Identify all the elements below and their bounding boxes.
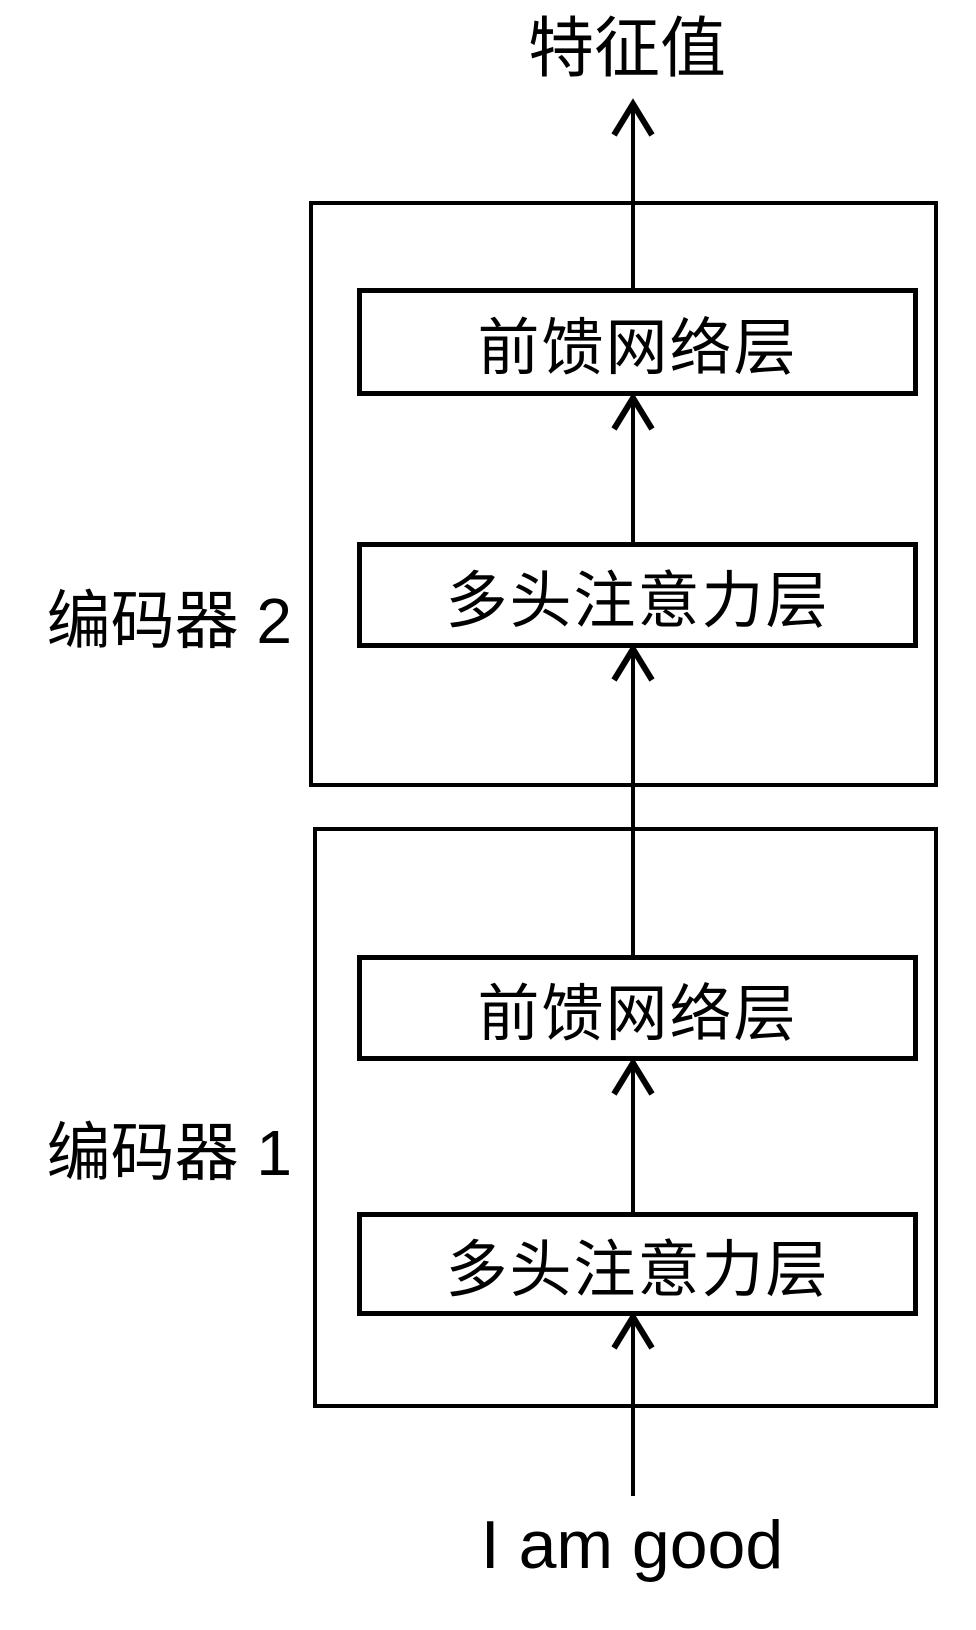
encoder-1-multihead-attention-layer-label: 多头注意力层 bbox=[445, 1236, 830, 1305]
output-label: 特征值 bbox=[528, 11, 726, 85]
arrow-enc2-mha-to-ffn-icon bbox=[611, 392, 655, 545]
input-label: I am good bbox=[480, 1507, 784, 1583]
encoder-2-multihead-attention-layer-box: 多头注意力层 bbox=[357, 542, 918, 648]
encoder-2-feedforward-layer-box: 前馈网络层 bbox=[357, 288, 918, 396]
arrow-output-icon bbox=[611, 98, 655, 292]
encoder-1-feedforward-layer-box: 前馈网络层 bbox=[357, 955, 918, 1061]
encoder-1-feedforward-layer-label: 前馈网络层 bbox=[477, 980, 798, 1049]
encoder-1-multihead-attention-layer-box: 多头注意力层 bbox=[357, 1212, 918, 1316]
arrow-enc1-mha-to-ffn-icon bbox=[611, 1057, 655, 1215]
encoder-2-box bbox=[309, 201, 938, 787]
encoder-1-label: 编码器 1 bbox=[46, 1117, 292, 1189]
arrow-enc1-to-enc2-icon bbox=[611, 643, 655, 958]
encoder-2-feedforward-layer-label: 前馈网络层 bbox=[477, 314, 798, 383]
encoder-1-box bbox=[313, 827, 938, 1408]
encoder-2-label: 编码器 2 bbox=[46, 585, 292, 657]
encoder-2-multihead-attention-layer-label: 多头注意力层 bbox=[445, 567, 830, 636]
arrow-input-icon bbox=[611, 1311, 655, 1496]
